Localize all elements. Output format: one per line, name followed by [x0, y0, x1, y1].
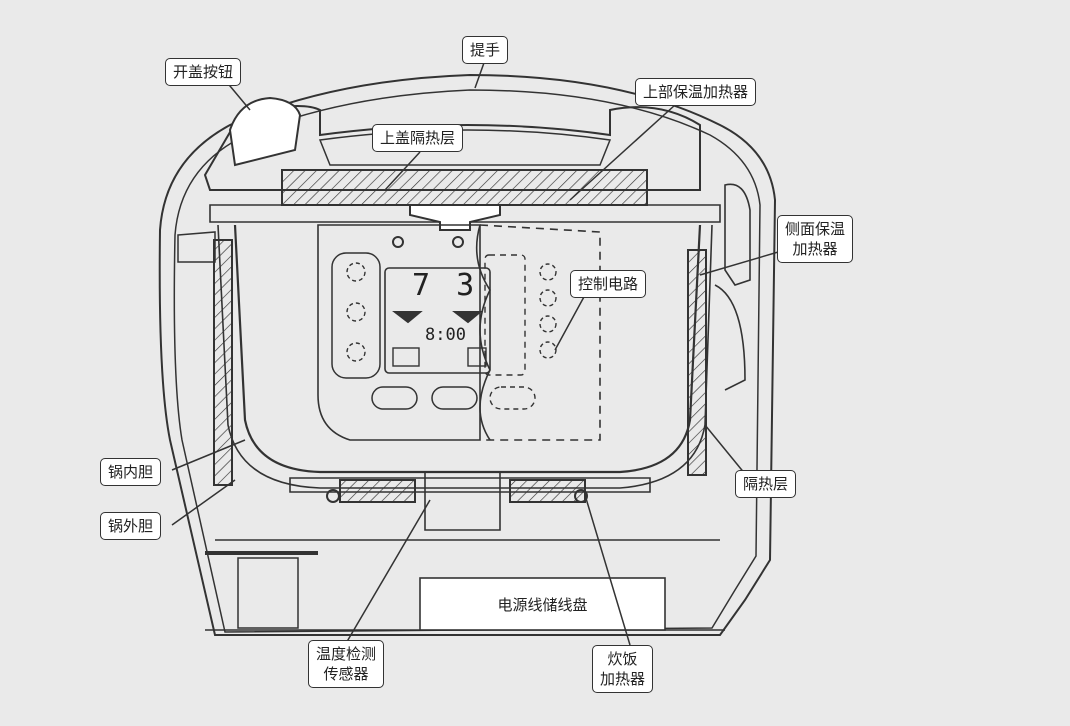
lid-button-shape [228, 96, 302, 167]
heater-plate [289, 477, 651, 493]
heater-hatch-right [509, 479, 586, 503]
label-handle: 提手 [462, 36, 509, 64]
heater-bolt-left [326, 489, 340, 503]
panel-tear [475, 224, 491, 441]
left-foot-block [237, 557, 299, 629]
outer-shell [158, 73, 777, 636]
bottom-button-3 [489, 386, 536, 410]
display-time: 8:00 [425, 325, 466, 345]
heater-hatch-left [339, 479, 416, 503]
control-panel-dashed [479, 224, 601, 441]
display-bar-left [392, 347, 420, 367]
right-insulation [687, 249, 707, 476]
cord-reel [419, 577, 666, 631]
display-dashed [484, 254, 526, 376]
leader-lines [171, 59, 786, 646]
label-top-warmer: 上部保温加热器 [635, 78, 757, 106]
display-arrows [392, 311, 483, 324]
outer-pot [217, 224, 713, 489]
display-screen [384, 267, 491, 374]
label-cord-reel: 电源线储线盘 [497, 596, 588, 614]
left-buttons [346, 262, 366, 362]
lid-inner-dome [318, 129, 612, 166]
label-cook-heater: 炊饭 加热器 [592, 645, 654, 693]
steam-vent [409, 204, 501, 231]
display-number: 7 3 [412, 268, 479, 303]
label-lid-button: 开盖按钮 [165, 58, 242, 86]
side-clip [714, 284, 746, 391]
bottom-button-1 [371, 386, 418, 410]
control-panel [317, 224, 481, 441]
label-insulation-layer: 隔热层 [735, 470, 797, 498]
lid-top [203, 105, 701, 191]
label-control-circuit: 控制电路 [570, 270, 647, 298]
heater-bolt-right [574, 489, 588, 503]
left-clip [177, 231, 216, 263]
label-outer-pot: 锅外胆 [100, 512, 162, 540]
indicator-1 [392, 236, 404, 248]
lid-insulation-layer [281, 169, 648, 206]
label-inner-pot: 锅内胆 [100, 458, 162, 486]
bottom-button-2 [431, 386, 478, 410]
label-lid-insulation: 上盖隔热层 [372, 124, 464, 152]
left-insulation [213, 239, 233, 486]
left-button-panel [331, 252, 381, 379]
sensor-body [424, 471, 501, 531]
label-side-warmer: 侧面保温 加热器 [777, 215, 854, 263]
lid-plate [209, 204, 721, 223]
label-temp-sensor: 温度检测 传感器 [308, 640, 385, 688]
side-heater-bracket [724, 183, 751, 286]
indicator-2 [452, 236, 464, 248]
right-buttons [539, 263, 557, 359]
display-bar-right [467, 347, 487, 367]
inner-shell [173, 89, 761, 633]
